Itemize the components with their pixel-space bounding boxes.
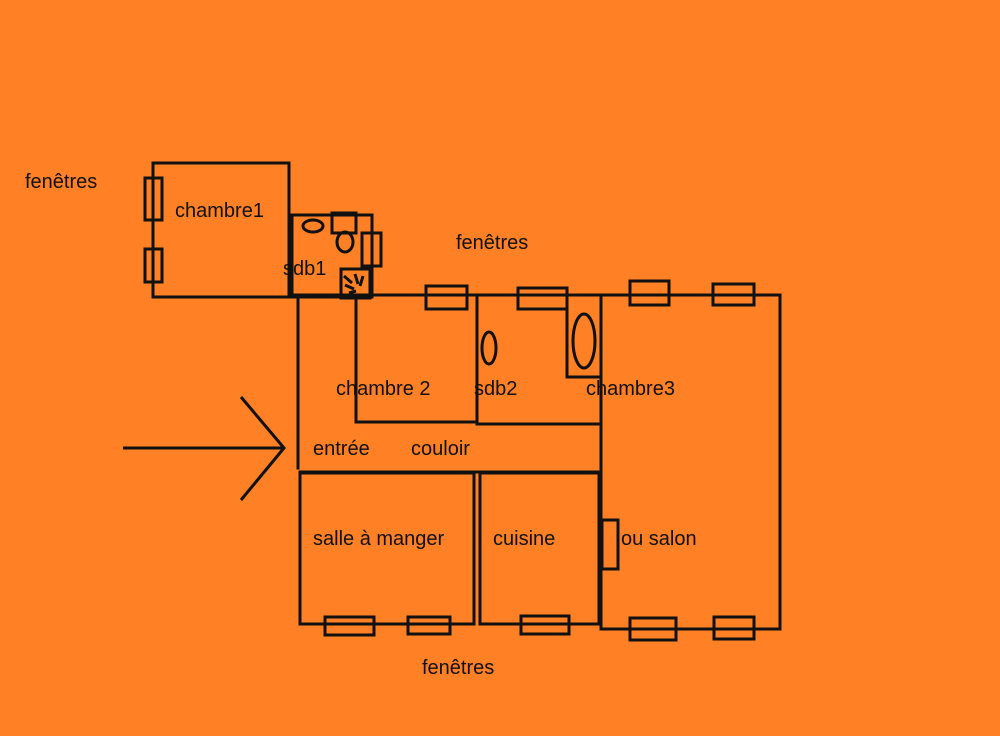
sdb2-label: sdb2 (474, 378, 517, 400)
sdb1-sink-icon (301, 218, 325, 234)
windows-bottom-label: fenêtres (422, 657, 494, 679)
salle-a-manger-window-right (406, 615, 452, 636)
chambre3-window-right (711, 282, 756, 307)
cuisine-label: cuisine (493, 528, 555, 550)
sdb2-bathtub-basin-icon (571, 312, 597, 370)
entree-label: entrée (313, 438, 370, 460)
windows-left-label: fenêtres (25, 171, 97, 193)
sdb1-window (360, 231, 383, 268)
chambre1-label: chambre1 (175, 200, 264, 222)
salle-a-manger-window-left (323, 615, 376, 637)
cuisine-window (519, 614, 571, 636)
chambre1-window-upper (143, 176, 164, 222)
salon-window-left (628, 616, 678, 642)
chambre3-window-left (628, 279, 671, 307)
sdb1-label: sdb1 (283, 258, 326, 280)
sdb2-bathtub-icon (565, 293, 603, 379)
ou-salon-label: ou salon (621, 528, 697, 550)
salon-window-right (712, 615, 756, 641)
sdb1-shower-spray-icon (343, 273, 365, 295)
cuisine-room (478, 471, 601, 626)
chambre2-window (424, 284, 469, 311)
chambre1-room (151, 161, 291, 299)
salon-fireplace-icon (600, 518, 620, 571)
chambre2-label: chambre 2 (336, 378, 431, 400)
sdb1-toilet-bowl-icon (335, 230, 355, 254)
windows-top-label: fenêtres (456, 232, 528, 254)
chambre1-window-lower (143, 247, 164, 284)
entrance-arrow-icon (123, 396, 286, 501)
sdb2-sink-icon (480, 330, 498, 366)
salle-a-manger-room (298, 471, 476, 626)
couloir-label: couloir (411, 438, 470, 460)
salle-a-manger-label: salle à manger (313, 528, 445, 550)
chambre3-label: chambre3 (586, 378, 675, 400)
